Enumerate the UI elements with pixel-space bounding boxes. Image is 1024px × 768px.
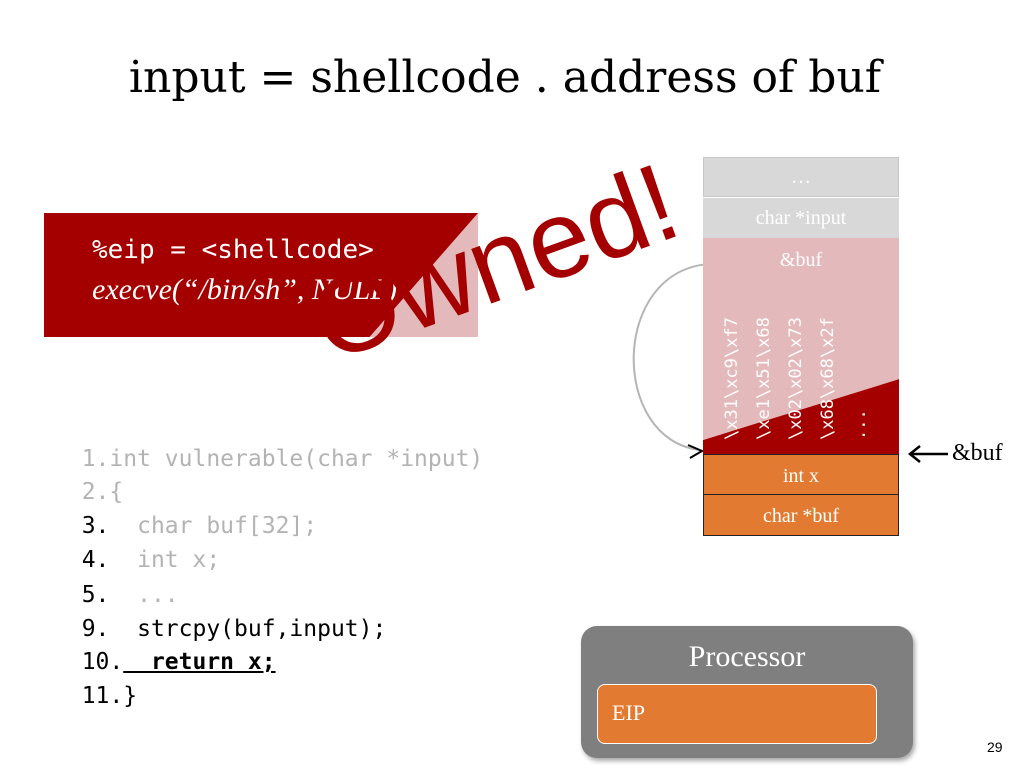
page-number: 29: [987, 739, 1003, 755]
shellcode-column-1: \x31\xc9\xf7: [722, 317, 742, 440]
line-text: char buf[32];: [109, 513, 318, 539]
line-number: 5.: [81, 582, 110, 608]
code-line-11: 11.}: [54, 657, 137, 709]
processor-box: Processor EIP: [581, 626, 913, 758]
stack-cell-ellipsis: …: [703, 157, 899, 197]
return-arrow-curve: [632, 263, 711, 459]
line-text: strcpy(buf,input);: [109, 616, 387, 642]
stack-cell-return-address: &buf: [703, 238, 899, 280]
code-line-4: 4. int x;: [54, 521, 220, 573]
line-text: int x;: [109, 547, 221, 573]
code-line-10: 10. return x;: [54, 623, 276, 675]
line-number: 2.: [81, 479, 110, 505]
shellcode-column-2: \xe1\x51\x68: [754, 317, 774, 440]
execve-call: execve(“/bin/sh”, NULL): [92, 273, 397, 306]
line-text: }: [123, 683, 138, 709]
stack-cell-char-buf: char *buf: [703, 495, 899, 536]
eip-assignment: %eip = <shellcode>: [92, 235, 374, 265]
code-line-2: 2.{: [54, 453, 124, 505]
processor-label: Processor: [688, 640, 806, 673]
code-line-9: 9. strcpy(buf,input);: [54, 590, 387, 642]
line-number: 11.: [81, 683, 124, 709]
line-text: return x;: [123, 649, 276, 675]
line-text: {: [109, 479, 124, 505]
eip-register: EIP: [597, 684, 877, 744]
stack-cell-buffer: \x31\xc9\xf7 \xe1\x51\x68 \x02\x02\x73 \…: [703, 280, 899, 454]
code-line-5: 5. ...: [54, 556, 179, 608]
shellcode-column-5: ...: [850, 409, 870, 440]
line-number: 10.: [81, 649, 124, 675]
shellcode-column-4: \x68\x68\x2f: [818, 317, 838, 440]
buf-pointer-arrow-icon: [907, 445, 948, 463]
eip-label: EIP: [612, 700, 645, 725]
slide-title: input = shellcode . address of buf: [128, 52, 882, 103]
code-line-3: 3. char buf[32];: [54, 487, 317, 539]
shellcode-column-3: \x02\x02\x73: [786, 317, 806, 440]
code-line-1: 1.int vulnerable(char *input): [54, 420, 484, 472]
line-text: ...: [109, 582, 179, 608]
buf-pointer-label: &buf: [952, 440, 1003, 466]
line-number: 9.: [81, 616, 110, 642]
line-number: 4.: [81, 547, 110, 573]
register-callout: %eip = <shellcode> execve(“/bin/sh”, NUL…: [44, 213, 478, 337]
stack-cell-int-x: int x: [703, 454, 899, 495]
line-number: 1.: [81, 446, 110, 472]
line-text: int vulnerable(char *input): [109, 446, 484, 472]
line-number: 3.: [81, 513, 110, 539]
stack-cell-char-input: char *input: [703, 198, 899, 238]
